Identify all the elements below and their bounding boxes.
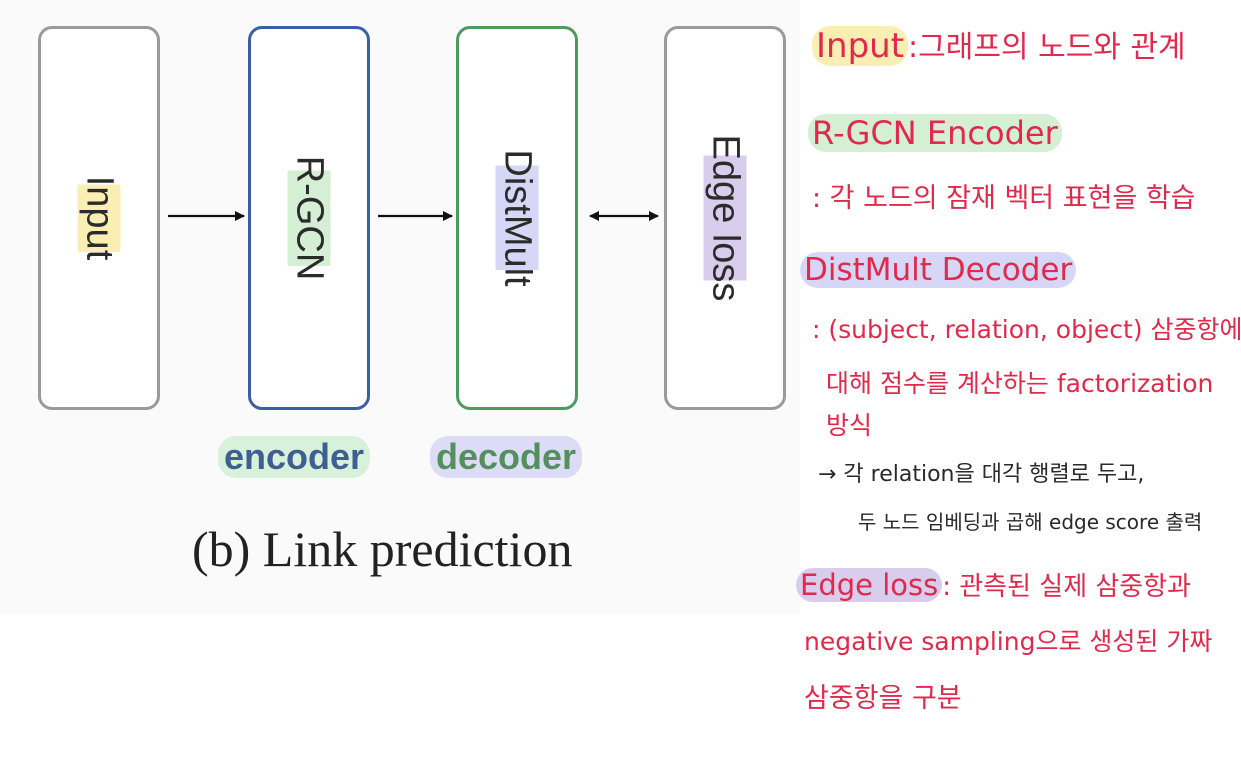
diagram-arrows — [168, 211, 659, 221]
note-rgcn-term: R-GCN Encoder — [808, 114, 1062, 152]
note-distmult-sub1: → 각 relation을 대각 행렬로 두고, — [818, 462, 1145, 487]
note-edgeloss-term: Edge loss — [796, 568, 943, 602]
note-edgeloss-desc2: negative sampling으로 생성된 가짜 — [804, 627, 1213, 656]
note-distmult-sub2: 두 노드 임베딩과 곱해 edge score 출력 — [858, 510, 1203, 534]
note-distmult-title: DistMult Decoder — [800, 252, 1077, 288]
note-distmult-term: DistMult Decoder — [800, 252, 1077, 288]
note-rgcn-title: R-GCN Encoder — [808, 114, 1062, 152]
note-edgeloss-desc1: : 관측된 실제 삼중항과 — [942, 572, 1192, 602]
note-input: Input:그래프의 노드와 관계 — [812, 22, 1186, 66]
note-distmult-desc1: : (subject, relation, object) 삼중항에 — [812, 315, 1241, 344]
distmult-decoder-node: DistMult — [456, 26, 578, 410]
note-input-term: Input — [812, 26, 909, 66]
edge-loss-node: Edge loss — [664, 26, 786, 410]
input-node: Input — [38, 26, 160, 410]
note-distmult-desc2: 대해 점수를 계산하는 factorization — [826, 369, 1214, 398]
encoder-label: encoder — [218, 436, 371, 478]
rgcn-encoder-node: R-GCN — [248, 26, 370, 410]
note-distmult-desc3: 방식 — [826, 411, 873, 440]
note-edgeloss-desc3: 삼중항을 구분 — [804, 683, 962, 714]
figure-caption: (b) Link prediction — [192, 521, 573, 577]
note-input-desc: :그래프의 노드와 관계 — [908, 30, 1186, 65]
note-rgcn-desc: : 각 노드의 잠재 벡터 표현을 학습 — [812, 183, 1196, 214]
decoder-label: decoder — [430, 436, 583, 478]
note-edgeloss: Edge loss: 관측된 실제 삼중항과 — [796, 566, 1191, 603]
